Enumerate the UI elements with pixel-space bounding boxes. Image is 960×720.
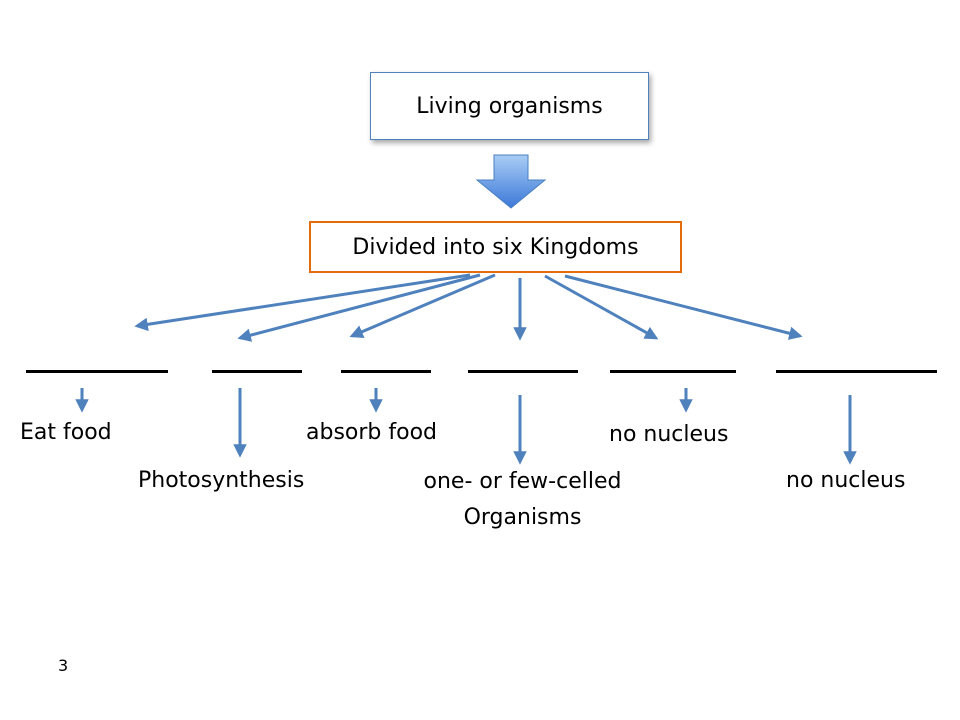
arrow-to-kingdom-5 bbox=[544, 274, 659, 340]
trait-label-3: absorb food bbox=[306, 420, 438, 445]
trait-label-6: no nucleus bbox=[786, 468, 906, 493]
page-number: 3 bbox=[58, 656, 69, 675]
trait-label-4: one- or few-celled Organisms bbox=[423, 469, 622, 530]
trait-label-5: no nucleus bbox=[609, 422, 729, 447]
kingdom-blank-5 bbox=[610, 370, 736, 373]
arrow-to-kingdom-1 bbox=[134, 273, 471, 332]
kingdom-blank-1 bbox=[26, 370, 168, 373]
root-label: Living organisms bbox=[416, 93, 603, 119]
arrow-to-kingdom-2 bbox=[237, 273, 481, 342]
trait-label-2: Photosynthesis bbox=[138, 468, 305, 493]
arrow-to-kingdom-3 bbox=[349, 273, 496, 338]
split-label: Divided into six Kingdoms bbox=[352, 234, 639, 260]
big-down-arrow bbox=[475, 154, 547, 209]
arrow-to-kingdom-6 bbox=[564, 274, 803, 340]
trait-label-1: Eat food bbox=[20, 420, 112, 445]
split-box: Divided into six Kingdoms bbox=[309, 221, 682, 273]
kingdom-blank-2 bbox=[212, 370, 302, 373]
kingdom-blank-6 bbox=[776, 370, 937, 373]
kingdom-blank-3 bbox=[341, 370, 431, 373]
root-box: Living organisms bbox=[370, 72, 649, 140]
kingdom-blank-4 bbox=[468, 370, 578, 373]
